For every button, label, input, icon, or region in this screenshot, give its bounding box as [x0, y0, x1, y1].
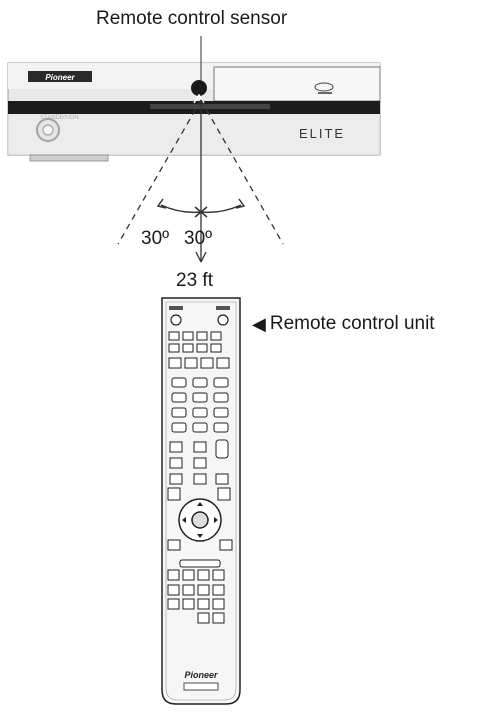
remote-function-buttons — [167, 439, 231, 501]
right-angle-arc — [200, 204, 242, 214]
remote-unit-text: Remote control unit — [269, 313, 435, 334]
remote-playback-buttons — [167, 539, 233, 624]
remote-unit-label: ◀ Remote control unit — [252, 313, 435, 335]
right-boundary-line — [200, 99, 284, 245]
left-angle-arc — [160, 204, 202, 214]
bluray-logo-icon — [314, 82, 334, 94]
remote-number-keypad — [171, 377, 229, 433]
remote-brand-logo: Pioneer — [184, 670, 218, 680]
disc-tray — [213, 66, 381, 102]
left-boundary-line — [117, 99, 202, 245]
distance-arrow-icon — [195, 251, 207, 263]
player-brand-logo: Pioneer — [45, 73, 75, 82]
remote-sensor-icon — [191, 80, 207, 96]
remote-navigation-wheel — [178, 498, 222, 542]
elite-badge: ELITE — [299, 126, 345, 141]
reception-angle-diagram — [117, 99, 284, 263]
angle-left-label: 30º — [141, 228, 170, 249]
bluray-player: Pioneer STANDBY/ON ELITE — [7, 62, 381, 162]
remote-control: Pioneer — [161, 297, 241, 705]
angle-right-label: 30º — [184, 228, 213, 249]
remote-model-plate — [183, 682, 219, 691]
player-brand-plate — [28, 71, 92, 82]
pointer-arrow-icon: ◀ — [252, 313, 266, 334]
player-foot-left — [29, 154, 109, 162]
sensor-label: Remote control sensor — [96, 8, 288, 29]
remote-top-buttons — [168, 306, 230, 369]
distance-label: 23 ft — [176, 270, 213, 291]
enter-button — [191, 511, 209, 529]
